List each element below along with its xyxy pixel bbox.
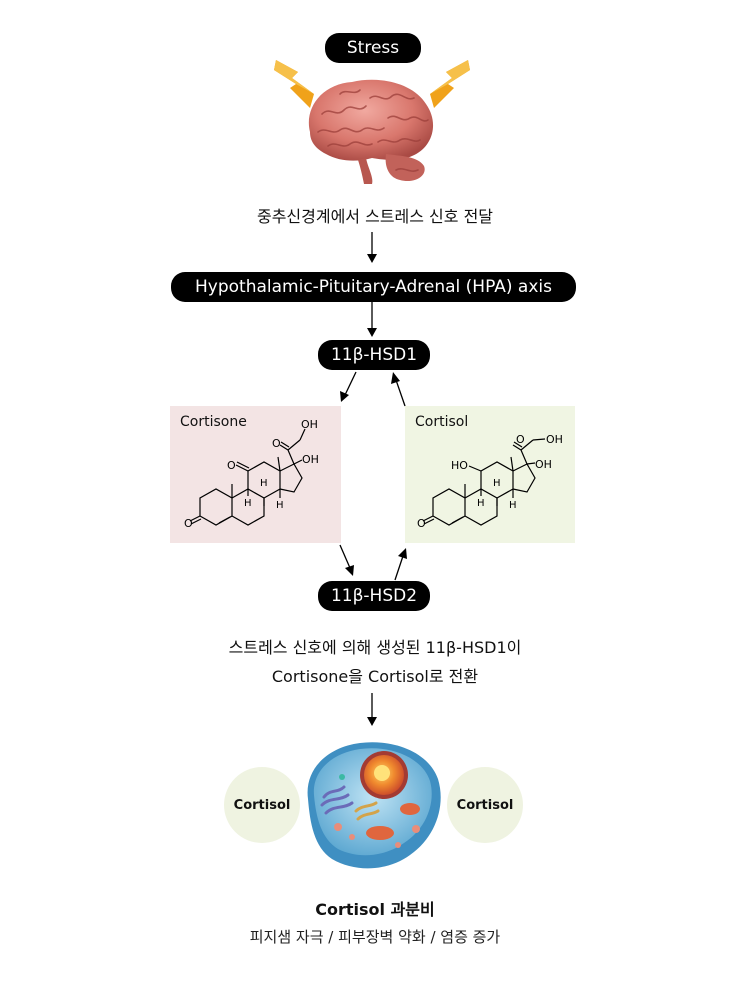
arrow-down-3 (367, 693, 377, 726)
cortisol-circle-right: Cortisol (447, 767, 523, 843)
cortisol-atom-h1: H (493, 478, 501, 489)
hpa-axis-badge: Hypothalamic-Pituitary-Adrenal (HPA) axi… (171, 272, 576, 302)
cortisol-structure-box: Cortisol O HO O O (405, 406, 575, 543)
cortisone-title: Cortisone (180, 414, 247, 430)
cns-caption: 중추신경계에서 스트레스 신호 전달 (256, 207, 494, 226)
arrow-down-2 (367, 302, 377, 337)
cortisone-atom-h2: H (244, 498, 252, 509)
cortisol-circle-left: Cortisol (224, 767, 300, 843)
cortisone-atom-oh-side: OH (302, 453, 319, 466)
cortisol-atom-o-ring: O (417, 517, 426, 530)
cortisol-atom-oh-top: OH (546, 433, 563, 446)
arrow-down-1 (367, 232, 377, 263)
cell-icon (307, 742, 441, 869)
stress-label: Stress (346, 38, 400, 58)
hsd2-label: 11β-HSD2 (330, 586, 418, 606)
cortisone-atom-o-side: O (272, 437, 281, 450)
cortisol-atom-h2: H (477, 498, 485, 509)
cortisone-atom-o-ring: O (184, 517, 193, 530)
cortisol-atom-ho: HO (451, 459, 468, 472)
result-subtitle: 피지샘 자극 / 피부장벽 약화 / 염증 증가 (249, 928, 501, 946)
cortisol-circle-left-label: Cortisol (233, 797, 291, 813)
cortisol-atom-h3: H (509, 500, 517, 511)
brain-icon (308, 79, 434, 184)
result-title: Cortisol 과분비 (315, 900, 435, 919)
lightning-right-icon (430, 60, 470, 108)
hsd1-badge: 11β-HSD1 (318, 340, 430, 370)
hsd2-badge: 11β-HSD2 (318, 581, 430, 611)
cortisone-structure-box: Cortisone (170, 406, 341, 543)
cortisol-structure: O HO O OH OH H H H (417, 433, 563, 530)
cortisol-title: Cortisol (415, 414, 469, 430)
conversion-caption-line2: Cortisone을 Cortisol로 전환 (271, 667, 479, 686)
hpa-axis-label: Hypothalamic-Pituitary-Adrenal (HPA) axi… (195, 277, 552, 297)
cortisol-circle-right-label: Cortisol (456, 797, 514, 813)
cortisone-atom-oh-top: OH (301, 418, 318, 431)
cortisone-structure: O O O OH OH H H H (184, 418, 319, 530)
cortisol-atom-o-side: O (516, 433, 525, 446)
stress-badge: Stress (325, 33, 421, 63)
conversion-caption-line1: 스트레스 신호에 의해 생성된 11β-HSD1이 (228, 638, 522, 657)
lightning-left-icon (274, 60, 314, 108)
cortisone-atom-h3: H (276, 500, 284, 511)
cortisone-atom-h1: H (260, 478, 268, 489)
cortisone-atom-o-keto: O (227, 459, 236, 472)
hsd1-label: 11β-HSD1 (330, 345, 418, 365)
cortisol-atom-oh-side: OH (535, 458, 552, 471)
